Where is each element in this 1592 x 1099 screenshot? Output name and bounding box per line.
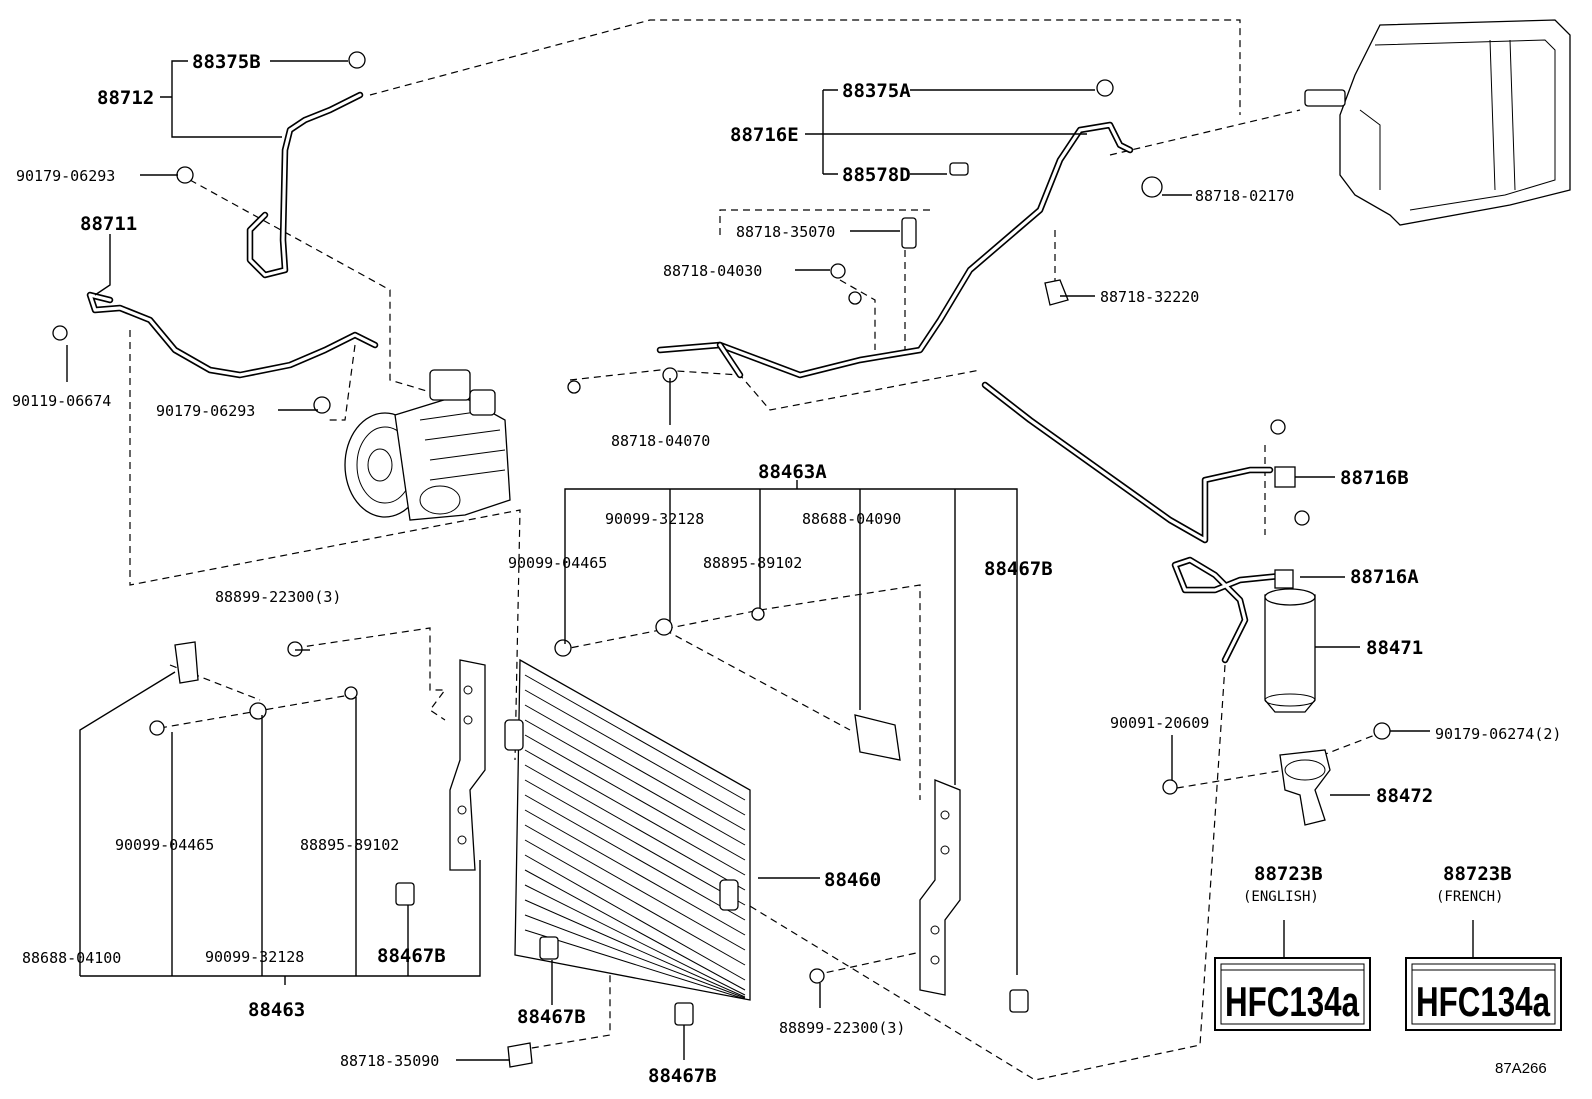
label-french: HFC134a <box>1405 957 1562 1031</box>
callout-88718-35090: 88718-35090 <box>340 1052 439 1070</box>
callout-88463A: 88463A <box>758 461 827 483</box>
condenser-icon <box>504 658 751 1001</box>
callout-90179-06293-a: 90179-06293 <box>16 167 115 185</box>
callout-88723B-english: 88723B <box>1254 863 1323 885</box>
callout-88688-04100: 88688-04100 <box>22 949 121 967</box>
compressor-icon <box>344 369 511 521</box>
callout-88472: 88472 <box>1376 785 1433 807</box>
refrigerant-pipes <box>86 91 1294 664</box>
label-english-language: (ENGLISH) <box>1243 889 1319 905</box>
label-english-text: HFC134a <box>1225 978 1359 1025</box>
receiver-bracket-icon <box>1279 749 1331 826</box>
callout-88718-04030: 88718-04030 <box>663 262 762 280</box>
callout-88712: 88712 <box>97 87 154 109</box>
fasteners <box>52 51 1391 1068</box>
callout-90179-06293-b: 90179-06293 <box>156 402 255 420</box>
callout-88471: 88471 <box>1366 637 1423 659</box>
right-bracket-icon <box>919 779 961 996</box>
callout-90099-32128-left: 90099-32128 <box>205 948 304 966</box>
callout-88899-22300-bottom: 88899-22300(3) <box>779 1019 905 1037</box>
callout-88895-89102-left: 88895-89102 <box>300 836 399 854</box>
callout-88718-32220: 88718-32220 <box>1100 288 1199 306</box>
dashed-routing-lines <box>129 19 1376 1081</box>
callout-88463: 88463 <box>248 999 305 1021</box>
callout-88723B-french: 88723B <box>1443 863 1512 885</box>
callout-88718-35070: 88718-35070 <box>736 223 835 241</box>
callout-88716A: 88716A <box>1350 566 1419 588</box>
callout-88375B: 88375B <box>192 51 261 73</box>
callout-88711: 88711 <box>80 213 137 235</box>
callout-88688-04090: 88688-04090 <box>802 510 901 528</box>
callout-88895-89102-top: 88895-89102 <box>703 554 802 572</box>
callout-90099-04465-top: 90099-04465 <box>508 554 607 572</box>
callout-90179-06274: 90179-06274(2) <box>1435 725 1561 743</box>
receiver-drier-icon <box>1264 466 1316 713</box>
diagram-code: 87A266 <box>1495 1060 1547 1077</box>
callout-88375A: 88375A <box>842 80 911 102</box>
label-french-text: HFC134a <box>1416 978 1550 1025</box>
callout-88467B-right: 88467B <box>984 558 1053 580</box>
callout-88578D: 88578D <box>842 164 911 186</box>
callout-90119-06674: 90119-06674 <box>12 392 111 410</box>
evaporator-unit-icon <box>1304 19 1571 226</box>
leader-lines <box>66 60 1474 1061</box>
label-english: HFC134a <box>1214 957 1371 1031</box>
callout-88467B-left: 88467B <box>377 945 446 967</box>
callout-90099-04465-left: 90099-04465 <box>115 836 214 854</box>
callout-88460: 88460 <box>824 869 881 891</box>
label-french-language: (FRENCH) <box>1436 889 1503 905</box>
callout-88716E: 88716E <box>730 124 799 146</box>
callout-88899-22300-top: 88899-22300(3) <box>215 588 341 606</box>
left-bracket-icon <box>449 659 486 871</box>
callout-88716B: 88716B <box>1340 467 1409 489</box>
callout-88467B-mid: 88467B <box>517 1006 586 1028</box>
callout-90091-20609: 90091-20609 <box>1110 714 1209 732</box>
callout-90099-32128-top: 90099-32128 <box>605 510 704 528</box>
callout-88467B-bottom: 88467B <box>648 1065 717 1087</box>
callout-88718-04070: 88718-04070 <box>611 432 710 450</box>
callout-88718-02170: 88718-02170 <box>1195 187 1294 205</box>
callouts: 88375B 88712 90179-06293 88711 90119-066… <box>12 51 1561 1087</box>
